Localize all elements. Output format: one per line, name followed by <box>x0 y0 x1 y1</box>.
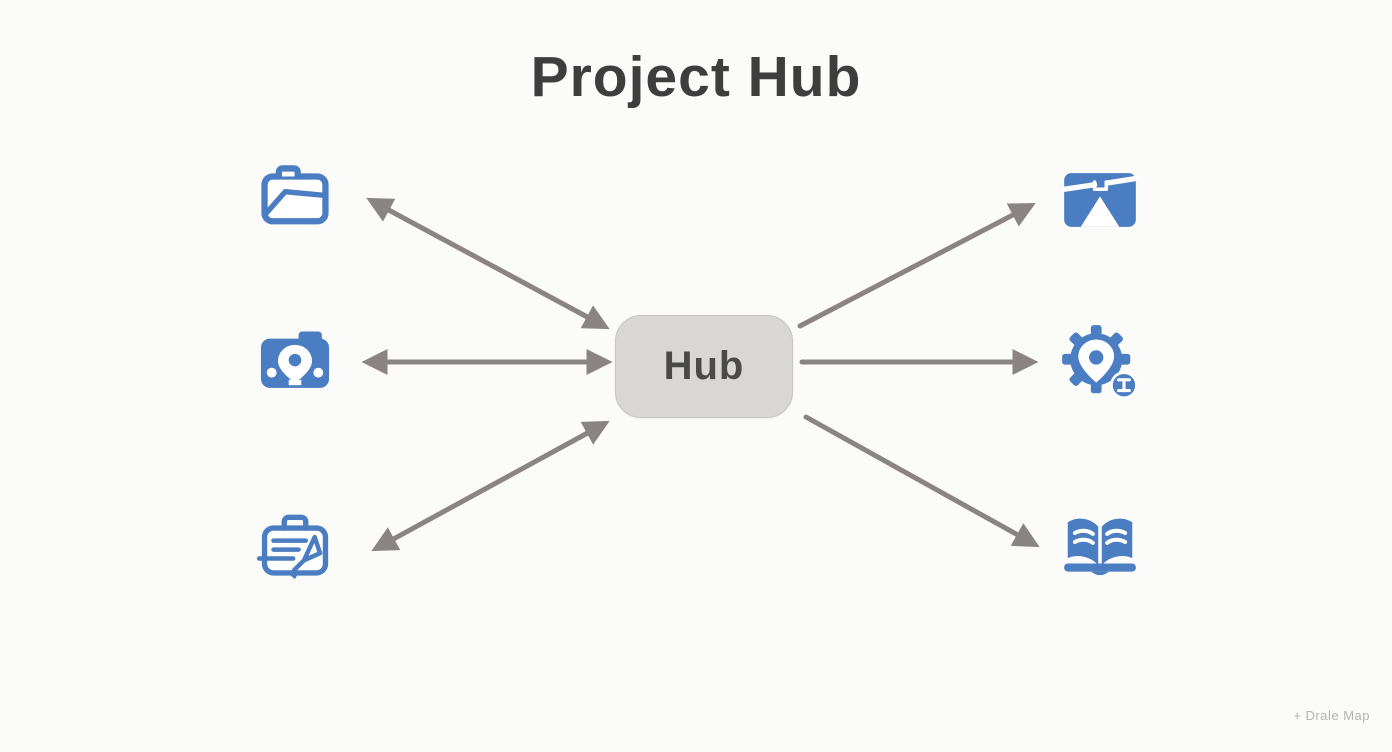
hub-node: Hub <box>615 315 793 418</box>
page-title: Project Hub <box>530 45 862 109</box>
hub-label: Hub <box>663 344 745 388</box>
node-open-book <box>1057 499 1143 585</box>
briefcase-edit-icon <box>256 514 329 580</box>
node-camera-location <box>252 318 338 404</box>
camera-location-pin-icon <box>260 331 330 388</box>
open-book-icon <box>1064 518 1136 576</box>
i-beam-badge-glyph <box>1117 378 1131 393</box>
watermark-label: + Drale Map <box>1293 708 1370 723</box>
node-briefcase-edit <box>252 503 338 589</box>
arrow-hub-book <box>803 414 1040 548</box>
arrow-briefcase-hub <box>371 420 610 552</box>
node-envelope-triangle <box>1057 157 1143 243</box>
node-folder <box>252 155 338 241</box>
envelope-triangle-icon <box>1061 173 1139 227</box>
arrow-folder-hub <box>366 197 610 330</box>
arrow-hub-envelope <box>797 202 1036 329</box>
gear-location-pin-icon <box>1062 325 1138 400</box>
open-folder-icon <box>261 165 329 225</box>
node-gear-location <box>1055 318 1141 404</box>
